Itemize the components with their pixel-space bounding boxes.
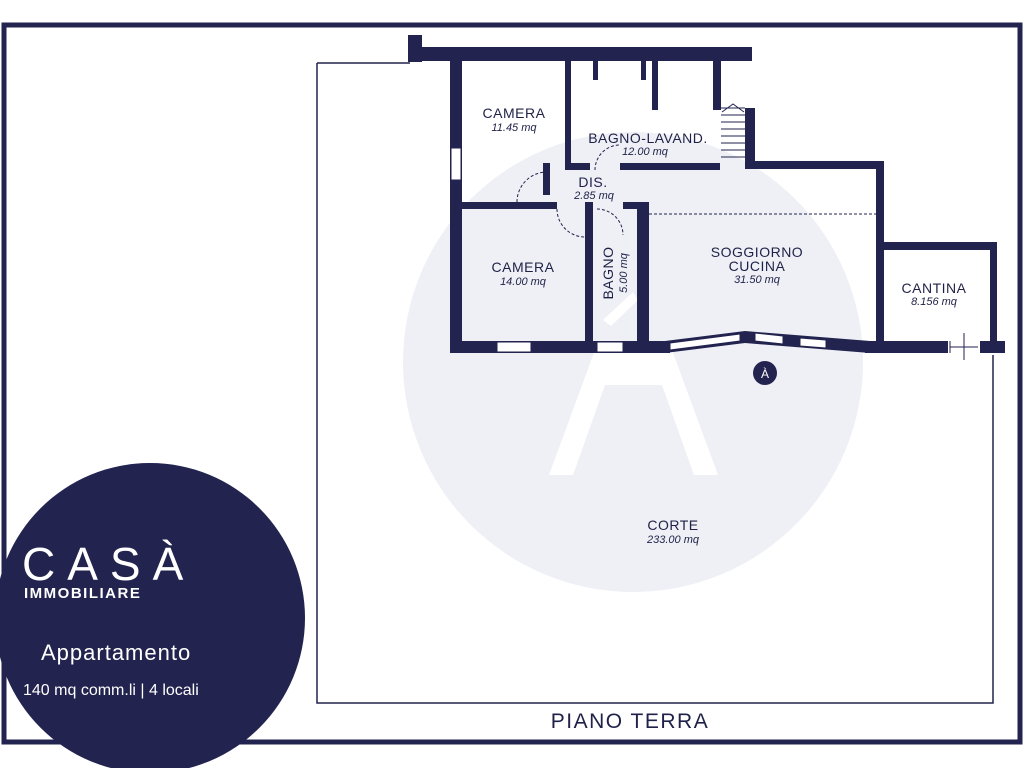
- windows: [450, 147, 827, 353]
- room-name: DIS.: [578, 174, 607, 190]
- room-area: 14.00 mq: [500, 276, 547, 288]
- room-area: 11.45 mq: [491, 122, 537, 134]
- doors: [516, 144, 876, 238]
- room-dis: DIS. 2.85 mq: [573, 174, 615, 202]
- room-camera-top: CAMERA 11.45 mq: [483, 105, 546, 134]
- room-bagno-lavand: BAGNO-LAVAND. 12.00 mq: [588, 130, 708, 158]
- property-details: 140 mq comm.li | 4 locali: [23, 682, 199, 699]
- room-corte: CORTE 233.00 mq: [646, 517, 700, 546]
- room-area: 8.156 mq: [911, 296, 958, 308]
- room-area: 5.00 mq: [618, 252, 630, 293]
- watermark-logo: [403, 132, 863, 592]
- room-name-line2: CUCINA: [729, 258, 786, 274]
- room-area: 233.00 mq: [646, 534, 700, 546]
- entrance-marker: À: [753, 361, 777, 385]
- room-name-line1: SOGGIORNO: [711, 244, 803, 260]
- brand-subtitle: IMMOBILIARE: [24, 585, 141, 602]
- room-name: CAMERA: [492, 259, 555, 275]
- courtyard-outline: [316, 62, 994, 704]
- room-area: 2.85 mq: [573, 190, 615, 202]
- room-name: CANTINA: [902, 280, 967, 296]
- room-name: CORTE: [647, 517, 698, 533]
- room-name: BAGNO: [600, 246, 616, 299]
- page-frame: [1, 22, 1023, 745]
- room-area: 31.50 mq: [734, 274, 781, 286]
- entrance-door: [949, 333, 978, 360]
- brand-logo-text: CASÀ: [22, 538, 195, 590]
- room-cantina: CANTINA 8.156 mq: [902, 280, 967, 308]
- room-camera-bottom: CAMERA 14.00 mq: [492, 259, 555, 288]
- property-type: Appartamento: [41, 640, 191, 665]
- stairs: [721, 103, 745, 158]
- room-soggiorno-cucina: SOGGIORNO CUCINA 31.50 mq: [711, 244, 803, 286]
- room-name: CAMERA: [483, 105, 546, 121]
- entrance-marker-label: À: [761, 366, 769, 381]
- room-bagno: BAGNO 5.00 mq: [600, 246, 630, 299]
- floor-label: PIANO TERRA: [551, 710, 709, 733]
- room-name: BAGNO-LAVAND.: [588, 130, 708, 146]
- brand-badge: CASÀ IMMOBILIARE Appartamento 140 mq com…: [0, 463, 305, 768]
- room-area: 12.00 mq: [622, 146, 669, 158]
